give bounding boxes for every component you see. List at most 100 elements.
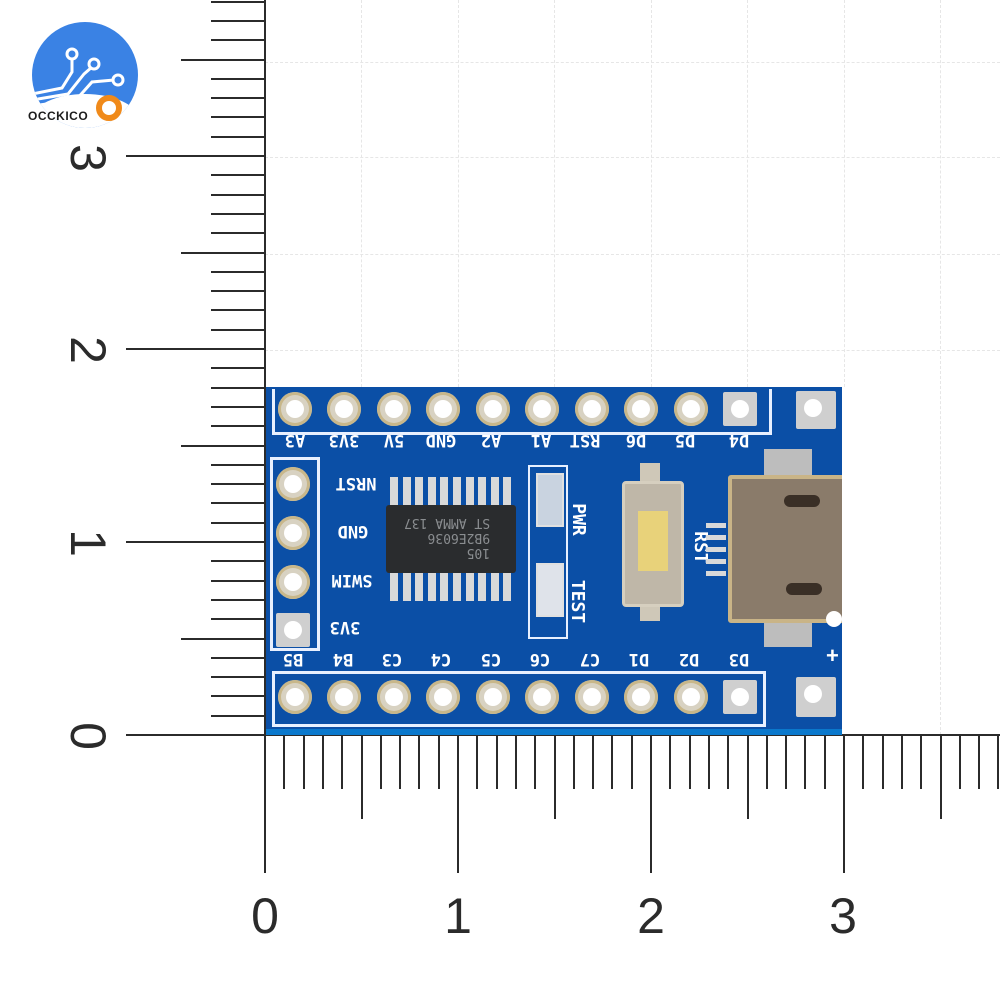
ruler-tick (211, 676, 265, 679)
ruler-tick (211, 135, 265, 138)
ruler-tick (211, 270, 265, 273)
ruler-tick (211, 618, 265, 621)
ruler-tick (572, 735, 575, 789)
pin-label: 5V (383, 430, 405, 450)
grid-line (265, 62, 1000, 63)
pwr-led (536, 473, 564, 527)
pin-label: B5 (282, 649, 304, 669)
pwr-label: PWR (567, 503, 589, 536)
ruler-tick (181, 637, 265, 640)
ruler-tick (211, 290, 265, 293)
ruler-tick (900, 735, 903, 789)
ruler-tick (211, 714, 265, 717)
ruler-label: 2 (60, 336, 116, 364)
chip-pin (490, 571, 499, 601)
board-notch (826, 611, 842, 627)
ruler-tick (688, 735, 691, 789)
ruler-tick (437, 735, 440, 789)
pin-label: C7 (579, 649, 601, 669)
pin-label: C5 (480, 649, 502, 669)
ruler-tick (746, 735, 749, 819)
ruler-tick (399, 735, 402, 789)
pin-pad-square (723, 680, 757, 714)
pin-label: A3 (284, 430, 306, 450)
swim-pin-pad (276, 467, 310, 501)
ruler-tick (211, 425, 265, 428)
ruler-tick (211, 97, 265, 100)
ruler-tick (283, 735, 286, 789)
ruler-tick (650, 735, 652, 873)
ruler-label: 2 (637, 888, 665, 944)
ruler-tick (211, 386, 265, 389)
ruler-tick (611, 735, 614, 789)
swim-pin-pad-square (276, 613, 310, 647)
ruler-tick (211, 0, 265, 3)
vertical-ruler-spine (264, 0, 266, 735)
ruler-tick (341, 735, 344, 789)
ruler-tick (939, 735, 942, 819)
swim-label: SWIM (331, 570, 373, 590)
pin-pad-square (723, 392, 757, 426)
ruler-tick (843, 735, 845, 873)
ruler-tick (211, 695, 265, 698)
usb-pin (706, 547, 726, 552)
pin-pad (525, 680, 559, 714)
led-outline (528, 465, 568, 639)
mounting-pad (796, 677, 836, 717)
ruler-tick (211, 598, 265, 601)
ruler-tick (630, 735, 633, 789)
ruler-tick (211, 309, 265, 312)
chip-pin (427, 571, 436, 601)
ruler-tick (211, 39, 265, 42)
pin-label: D4 (728, 430, 750, 450)
chip-pin (415, 477, 424, 507)
pin-label: D1 (628, 649, 650, 669)
pin-pad (674, 680, 708, 714)
pin-pad (624, 392, 658, 426)
plus-label: + (826, 643, 839, 668)
stm8s103-chip: 105 9B2E6036 ST AMMA 137 (386, 505, 516, 573)
chip-pin (453, 477, 461, 507)
usb-pin (706, 523, 726, 528)
swim-pin-pad (276, 516, 310, 550)
ruler-tick (211, 367, 265, 370)
pin-label: D3 (728, 649, 750, 669)
ruler-tick (978, 735, 981, 789)
ruler-tick (211, 579, 265, 582)
chip-pin (465, 477, 474, 507)
swim-header-outline (270, 457, 320, 651)
ruler-tick (321, 735, 324, 789)
pin-pad (426, 680, 460, 714)
usb-pin (706, 559, 726, 564)
micro-usb-port[interactable] (728, 475, 842, 623)
chip-pin (503, 571, 512, 601)
chip-pin (440, 477, 449, 507)
ruler-label: 3 (829, 888, 857, 944)
pin-label: C4 (430, 649, 452, 669)
ruler-tick (727, 735, 730, 789)
pin-pad (377, 680, 411, 714)
chip-pin (402, 477, 411, 507)
grid-line (554, 0, 555, 387)
pin-pad (575, 680, 609, 714)
top-header-outline (272, 389, 772, 435)
button-leg (640, 463, 660, 485)
ruler-tick (211, 174, 265, 177)
reset-button[interactable] (622, 481, 684, 607)
ruler-tick (211, 212, 265, 215)
ruler-tick (126, 541, 265, 543)
ruler-tick (534, 735, 537, 789)
pin-label: D5 (674, 430, 696, 450)
reset-button-cap[interactable] (638, 511, 668, 571)
ruler-tick (418, 735, 421, 789)
ruler-tick (881, 735, 884, 789)
ruler-tick (211, 19, 265, 22)
pin-pad (377, 392, 411, 426)
ruler-tick (181, 58, 265, 61)
pin-pad (476, 680, 510, 714)
pin-label: GND (425, 430, 457, 450)
chip-pin (478, 571, 487, 601)
ruler-tick (211, 193, 265, 196)
chip-pin (503, 477, 512, 507)
ruler-tick (823, 735, 826, 789)
